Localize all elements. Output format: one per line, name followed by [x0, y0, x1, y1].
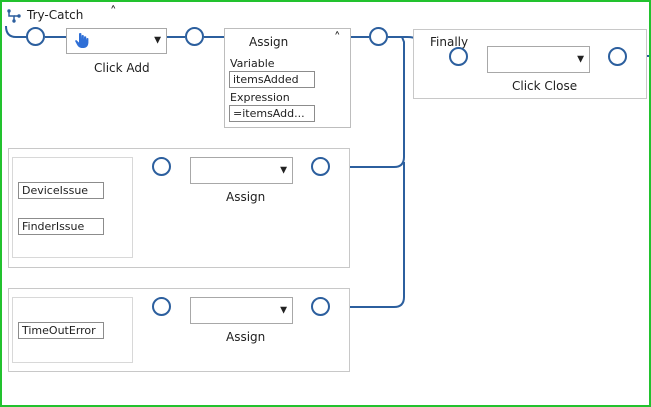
- assign-dropdown[interactable]: ▼: [190, 297, 293, 324]
- exception-list: TimeOutError: [12, 297, 133, 363]
- assign-label: Assign: [226, 330, 266, 344]
- connector-node[interactable]: [311, 157, 330, 176]
- connector-node[interactable]: [26, 27, 45, 46]
- assign-title: Assign: [249, 35, 289, 49]
- exception-tag[interactable]: FinderIssue: [18, 218, 104, 235]
- chevron-down-icon: ▼: [280, 305, 287, 315]
- click-add-dropdown[interactable]: ▼: [66, 28, 167, 54]
- assign-label: Assign: [226, 190, 266, 204]
- chevron-up-icon[interactable]: ˄: [110, 5, 117, 20]
- click-close-dropdown[interactable]: ▼: [487, 46, 590, 73]
- expression-field[interactable]: =itemsAdd...: [229, 105, 315, 122]
- assign-activity[interactable]: Assign ˄ Variable itemsAdded Expression …: [224, 28, 351, 128]
- assign-dropdown[interactable]: ▼: [190, 157, 293, 184]
- connector-node[interactable]: [369, 27, 388, 46]
- connector-node[interactable]: [311, 297, 330, 316]
- chevron-up-icon[interactable]: ˄: [334, 31, 341, 46]
- exception-list: DeviceIssue FinderIssue: [12, 157, 133, 258]
- chevron-down-icon: ▼: [154, 35, 161, 46]
- hand-pointer-icon: [75, 33, 89, 48]
- connector-node[interactable]: [608, 47, 627, 66]
- click-close-label: Click Close: [512, 79, 578, 93]
- expression-label: Expression: [230, 91, 290, 104]
- variable-label: Variable: [230, 57, 275, 70]
- click-add-label: Click Add: [94, 61, 150, 75]
- finally-title: Finally: [430, 35, 469, 49]
- variable-field[interactable]: itemsAdded: [229, 71, 315, 88]
- connector-node[interactable]: [152, 157, 171, 176]
- chevron-down-icon: ▼: [577, 54, 584, 64]
- try-catch-header: Try-Catch ˄: [6, 5, 136, 24]
- connector-node[interactable]: [449, 47, 468, 66]
- exception-tag[interactable]: TimeOutError: [18, 322, 104, 339]
- connector-node[interactable]: [185, 27, 204, 46]
- try-catch-title: Try-Catch: [27, 8, 84, 22]
- flow-icon: [7, 9, 21, 23]
- exception-tag[interactable]: DeviceIssue: [18, 182, 104, 199]
- chevron-down-icon: ▼: [280, 165, 287, 175]
- connector-node[interactable]: [152, 297, 171, 316]
